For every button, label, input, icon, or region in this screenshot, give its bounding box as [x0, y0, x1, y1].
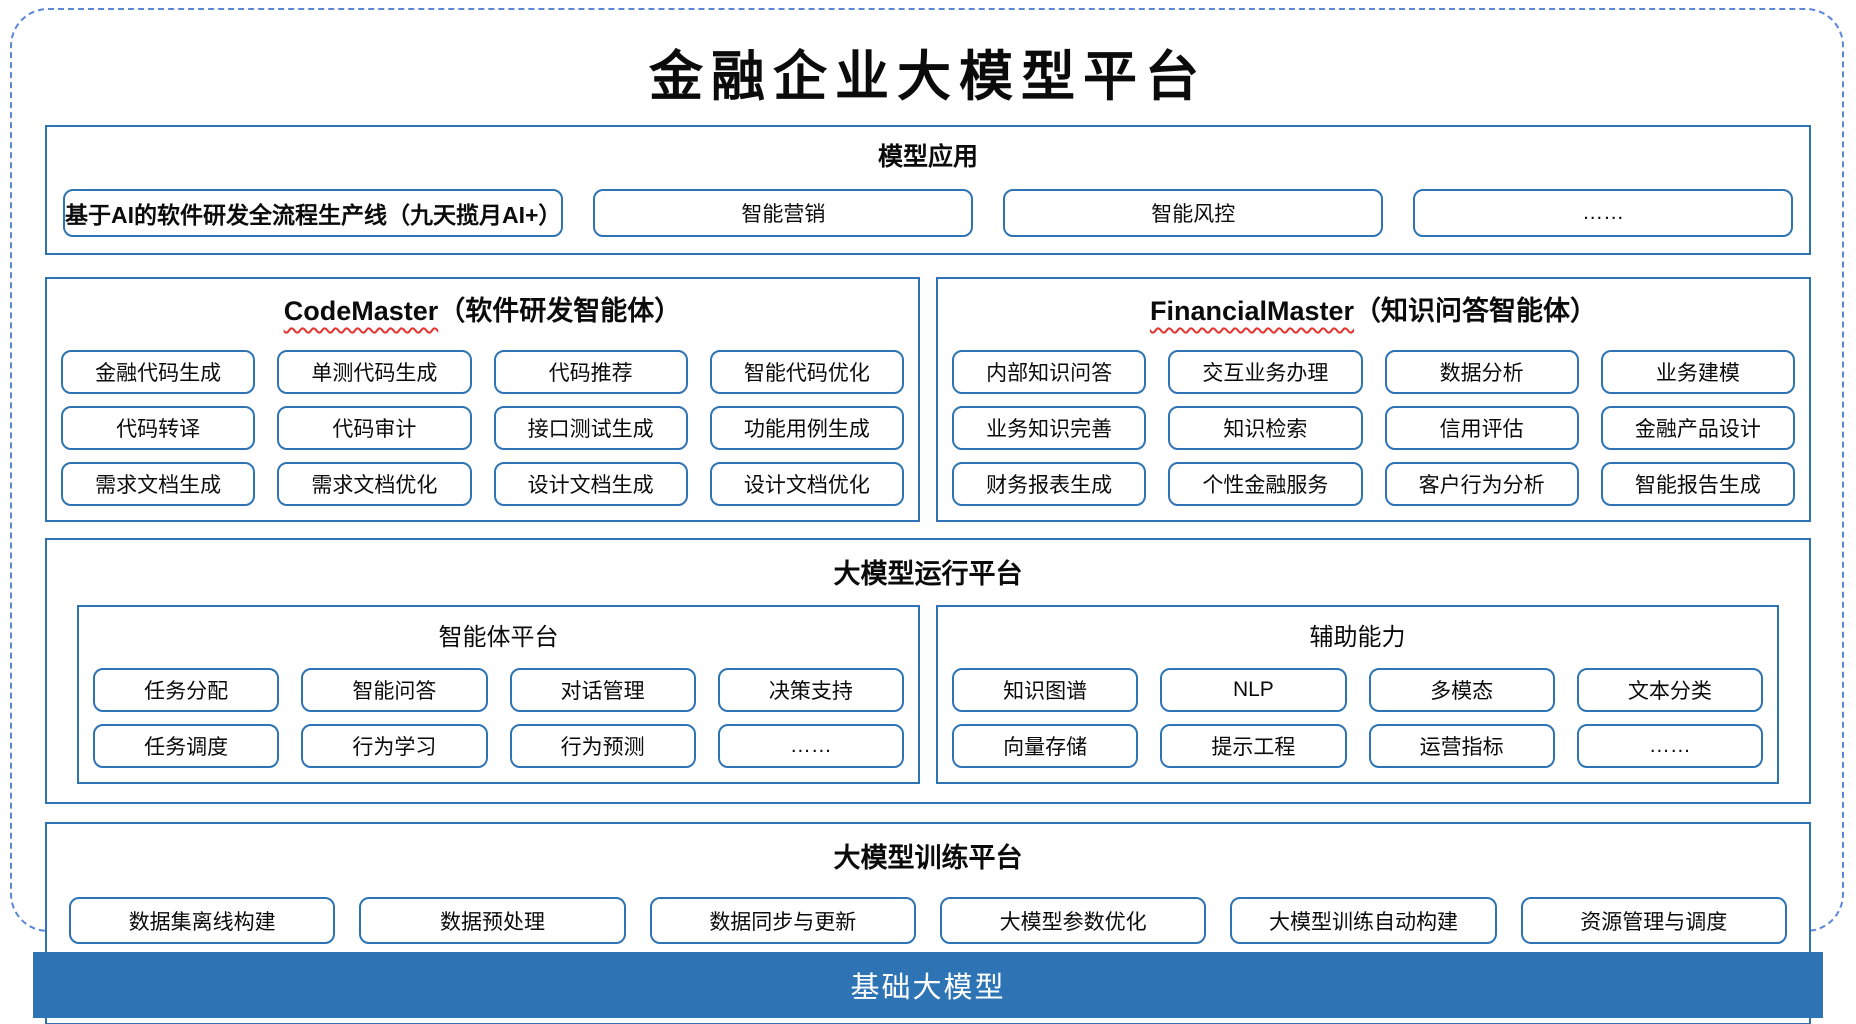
feature-pill: 大模型参数优化 — [939, 897, 1207, 944]
feature-pill: 功能用例生成 — [709, 406, 904, 450]
feature-pill: 单测代码生成 — [277, 350, 472, 394]
financialmaster-row-2: 业务知识完善 知识检索 信用评估 金融产品设计 — [938, 406, 1809, 450]
feature-pill: 智能风控 — [1003, 189, 1384, 237]
feature-pill: 需求文档生成 — [61, 462, 256, 506]
feature-pill: 业务知识完善 — [952, 406, 1147, 450]
financialmaster-title-en: FinancialMaster — [1149, 296, 1355, 326]
feature-pill: 数据同步与更新 — [649, 897, 916, 944]
feature-pill: 交互业务办理 — [1168, 350, 1363, 394]
feature-pill: 金融代码生成 — [61, 350, 256, 394]
feature-pill: 知识检索 — [1168, 406, 1363, 450]
base-model-bar: 基础大模型 — [33, 952, 1823, 1018]
feature-pill: 代码推荐 — [493, 350, 688, 394]
codemaster-title-zh: （软件研发智能体） — [438, 296, 682, 326]
feature-pill: 需求文档优化 — [277, 462, 472, 506]
codemaster-title: CodeMaster（软件研发智能体） — [47, 279, 918, 338]
feature-pill: 金融产品设计 — [1600, 406, 1795, 450]
section-model-application: 模型应用 基于AI的软件研发全流程生产线（九天揽月AI+） 智能营销 智能风控 … — [45, 125, 1811, 255]
feature-pill: 智能代码优化 — [709, 350, 904, 394]
section-codemaster: CodeMaster（软件研发智能体） 金融代码生成 单测代码生成 代码推荐 智… — [45, 277, 920, 522]
feature-pill: 接口测试生成 — [493, 406, 688, 450]
feature-pill: …… — [1576, 724, 1763, 768]
codemaster-row-3: 需求文档生成 需求文档优化 设计文档生成 设计文档优化 — [47, 462, 918, 506]
feature-pill: 行为学习 — [301, 724, 488, 768]
feature-pill: …… — [1413, 189, 1794, 237]
feature-pill: 数据集离线构建 — [69, 897, 336, 944]
training-platform-header: 大模型训练平台 — [833, 843, 1023, 873]
feature-pill: 个性金融服务 — [1168, 462, 1363, 506]
financialmaster-row-1: 内部知识问答 交互业务办理 数据分析 业务建模 — [938, 350, 1809, 394]
runtime-platform-header: 大模型运行平台 — [833, 559, 1023, 589]
codemaster-row-2: 代码转译 代码审计 接口测试生成 功能用例生成 — [47, 406, 918, 450]
feature-pill: 代码转译 — [61, 406, 256, 450]
feature-pill: 内部知识问答 — [952, 350, 1147, 394]
feature-pill: 信用评估 — [1384, 406, 1579, 450]
feature-pill: 知识图谱 — [952, 668, 1139, 712]
auxiliary-header: 辅助能力 — [1309, 624, 1406, 651]
financialmaster-title: FinancialMaster（知识问答智能体） — [938, 279, 1809, 338]
feature-pill: 设计文档优化 — [709, 462, 904, 506]
feature-pill: 向量存储 — [952, 724, 1139, 768]
feature-pill: 财务报表生成 — [952, 462, 1147, 506]
agent-platform-header: 智能体平台 — [438, 624, 559, 651]
feature-pill: 文本分类 — [1576, 668, 1763, 712]
subsection-auxiliary: 辅助能力 知识图谱 NLP 多模态 文本分类 向量存储 提示工程 运营指标 …… — [936, 605, 1779, 784]
feature-pill: 多模态 — [1368, 668, 1555, 712]
agent-platform-row-2: 任务调度 行为学习 行为预测 …… — [79, 724, 918, 768]
feature-pill: 智能营销 — [593, 189, 974, 237]
model-application-pill-row: 基于AI的软件研发全流程生产线（九天揽月AI+） 智能营销 智能风控 …… — [47, 179, 1809, 253]
feature-pill: 代码审计 — [277, 406, 472, 450]
agent-platform-row-1: 任务分配 智能问答 对话管理 决策支持 — [79, 668, 918, 712]
subsection-agent-platform: 智能体平台 任务分配 智能问答 对话管理 决策支持 任务调度 行为学习 行为预测… — [77, 605, 920, 784]
section-model-application-header: 模型应用 — [877, 143, 978, 171]
agents-row: CodeMaster（软件研发智能体） 金融代码生成 单测代码生成 代码推荐 智… — [45, 277, 1811, 522]
feature-pill: 客户行为分析 — [1384, 462, 1579, 506]
feature-pill: 提示工程 — [1160, 724, 1347, 768]
feature-pill: 业务建模 — [1600, 350, 1795, 394]
feature-pill: 对话管理 — [509, 668, 696, 712]
financialmaster-title-zh: （知识问答智能体） — [1354, 296, 1598, 326]
feature-pill: 数据预处理 — [359, 897, 626, 944]
feature-pill: NLP — [1160, 668, 1347, 712]
auxiliary-row-2: 向量存储 提示工程 运营指标 …… — [938, 724, 1777, 768]
feature-pill: 基于AI的软件研发全流程生产线（九天揽月AI+） — [63, 189, 564, 237]
feature-pill: 运营指标 — [1368, 724, 1555, 768]
auxiliary-row-1: 知识图谱 NLP 多模态 文本分类 — [938, 668, 1777, 712]
feature-pill: 智能报告生成 — [1600, 462, 1795, 506]
feature-pill: 数据分析 — [1384, 350, 1579, 394]
section-financialmaster: FinancialMaster（知识问答智能体） 内部知识问答 交互业务办理 数… — [936, 277, 1811, 522]
codemaster-title-en: CodeMaster — [283, 296, 439, 326]
feature-pill: 智能问答 — [301, 668, 488, 712]
feature-pill: 大模型训练自动构建 — [1230, 897, 1497, 944]
feature-pill: …… — [717, 724, 904, 768]
page-title: 金融企业大模型平台 — [649, 47, 1207, 107]
financialmaster-row-3: 财务报表生成 个性金融服务 客户行为分析 智能报告生成 — [938, 462, 1809, 506]
feature-pill: 资源管理与调度 — [1520, 897, 1787, 944]
feature-pill: 任务调度 — [93, 724, 280, 768]
section-runtime-platform: 大模型运行平台 智能体平台 任务分配 智能问答 对话管理 决策支持 任务调度 行… — [45, 538, 1811, 804]
feature-pill: 决策支持 — [717, 668, 904, 712]
feature-pill: 任务分配 — [93, 668, 280, 712]
feature-pill: 设计文档生成 — [493, 462, 688, 506]
training-row-1: 数据集离线构建 数据预处理 数据同步与更新 大模型参数优化 大模型训练自动构建 … — [47, 897, 1809, 944]
runtime-inner-row: 智能体平台 任务分配 智能问答 对话管理 决策支持 任务调度 行为学习 行为预测… — [77, 605, 1779, 784]
codemaster-row-1: 金融代码生成 单测代码生成 代码推荐 智能代码优化 — [47, 350, 918, 394]
feature-pill: 行为预测 — [509, 724, 696, 768]
